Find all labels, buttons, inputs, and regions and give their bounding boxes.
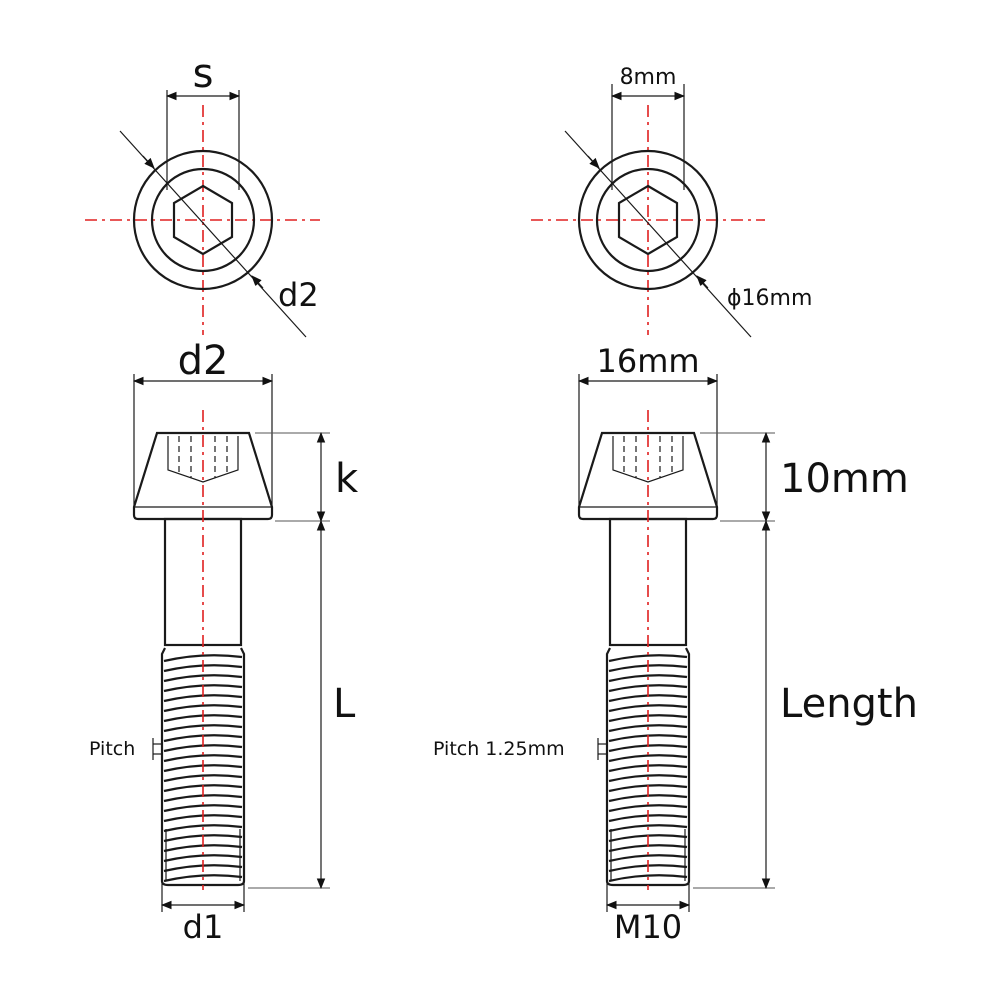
generic-bolt-drawing: s d2 d2 k: [85, 51, 359, 946]
length-label: L: [333, 681, 356, 727]
hex-size-label: 8mm: [620, 65, 677, 90]
thread-crest: [608, 774, 688, 783]
socket-hidden-lines: [167, 436, 239, 483]
generic-side-view: d2 k L Pitch d1: [89, 338, 359, 946]
head-diameter-top-label: d2: [278, 276, 319, 314]
bolt-head: [132, 431, 274, 521]
thread-crest: [608, 724, 688, 733]
thread-crest: [163, 674, 243, 683]
socket-hidden-lines: [612, 436, 684, 483]
thread-crest: [608, 804, 688, 813]
head-diameter-top-label: ϕ16mm: [727, 286, 812, 311]
generic-top-view: s d2: [85, 51, 320, 338]
bolt-head: [577, 431, 719, 521]
head-diameter-label: d2: [178, 338, 229, 384]
d2-leader-arrow-top: [142, 155, 155, 169]
thread-crest: [608, 824, 688, 833]
thread-crest: [608, 854, 688, 863]
m10-bolt-drawing: 8mm ϕ16mm 16mm 10mm: [433, 65, 918, 946]
thread-crest: [608, 654, 688, 663]
thread-crest: [608, 674, 688, 683]
thread-crest: [163, 854, 243, 863]
thread-crest: [608, 754, 688, 763]
thread-crest: [163, 774, 243, 783]
pitch-label: Pitch 1.25mm: [433, 738, 565, 760]
thread-crest: [163, 654, 243, 663]
m10-top-view: 8mm ϕ16mm: [531, 65, 812, 338]
thread-crest: [163, 724, 243, 733]
thread-crest: [608, 704, 688, 713]
head-diameter-label: 16mm: [596, 342, 699, 380]
thread-tip-chamfer: [610, 829, 686, 881]
thread-crest: [163, 804, 243, 813]
thread-crest: [608, 874, 688, 883]
head-height-label: k: [335, 456, 359, 502]
head-height-label: 10mm: [780, 456, 909, 502]
thread-crest: [163, 874, 243, 883]
head-inner-circle: [150, 167, 256, 273]
thread-crest: [163, 824, 243, 833]
length-label: Length: [780, 681, 918, 727]
d2-leader-arrow-bottom: [251, 275, 264, 289]
thread-crest: [163, 704, 243, 713]
head-outer-circle: [132, 149, 274, 291]
thread-crest: [163, 754, 243, 763]
thread-tip-chamfer: [165, 829, 241, 881]
hex-size-label: s: [193, 51, 214, 97]
thread-diameter-label: M10: [614, 908, 682, 946]
pitch-label: Pitch: [89, 738, 135, 760]
head-outer-circle: [577, 149, 719, 291]
thread-diameter-label: d1: [183, 908, 224, 946]
hex-socket: [617, 184, 679, 256]
m10-side-view: 16mm 10mm Length Pitch 1.25mm M10: [433, 342, 918, 946]
head-inner-circle: [595, 167, 701, 273]
hex-socket: [172, 184, 234, 256]
